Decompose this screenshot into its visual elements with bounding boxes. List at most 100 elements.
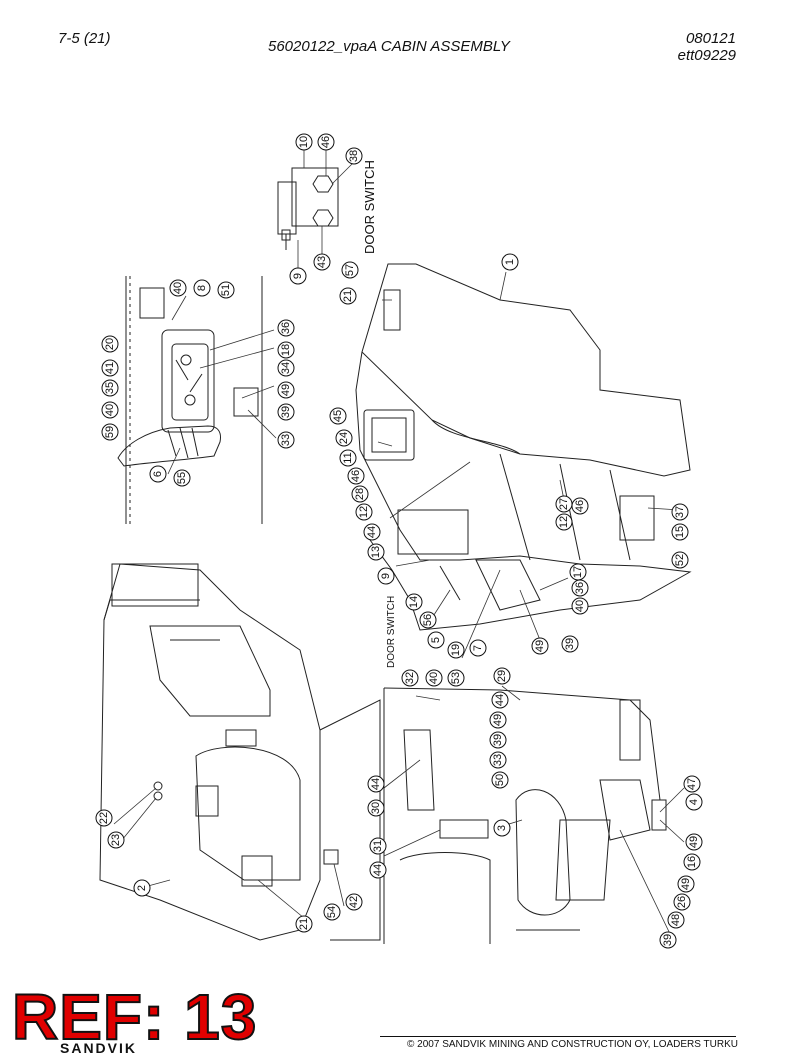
balloon-circle <box>345 893 363 911</box>
balloon-number: 45 <box>332 410 344 422</box>
balloon-number: 9 <box>292 273 304 279</box>
part-balloon: 27 <box>555 495 573 513</box>
part-balloon: 49 <box>685 833 703 851</box>
balloon-circle <box>491 771 509 789</box>
part-balloon: 28 <box>351 485 369 503</box>
balloon-circle <box>335 429 353 447</box>
part-balloon: 47 <box>683 775 701 793</box>
balloon-circle <box>671 523 689 541</box>
balloon-number: 24 <box>338 432 350 444</box>
balloon-circle <box>683 853 701 871</box>
balloon-circle <box>531 637 549 655</box>
balloon-number: 14 <box>408 596 420 608</box>
balloon-number: 40 <box>574 600 586 612</box>
balloon-number: 33 <box>280 434 292 446</box>
balloon-circle <box>323 903 341 921</box>
balloon-number: 23 <box>110 834 122 846</box>
balloon-number: 51 <box>220 284 232 296</box>
part-balloon: 32 <box>401 669 419 687</box>
balloon-number: 3 <box>496 825 508 831</box>
balloon-circle <box>659 931 677 949</box>
part-balloon: 51 <box>217 281 235 299</box>
part-balloon: 52 <box>671 551 689 569</box>
part-balloon: 6 <box>149 465 167 483</box>
balloon-circle <box>351 485 369 503</box>
part-balloon: 8 <box>193 279 211 297</box>
balloon-circle <box>369 837 387 855</box>
part-balloon: 39 <box>561 635 579 653</box>
balloon-circle <box>193 279 211 297</box>
balloon-number: 36 <box>574 582 586 594</box>
balloon-number: 49 <box>534 640 546 652</box>
part-balloon: 9 <box>377 567 395 585</box>
balloon-circle <box>277 319 295 337</box>
part-balloon: 39 <box>277 403 295 421</box>
balloon-circle <box>571 497 589 515</box>
page-number: 7-5 (21) <box>58 30 111 47</box>
part-balloon: 56 <box>419 611 437 629</box>
part-balloon: 17 <box>569 563 587 581</box>
part-balloon: 13 <box>367 543 385 561</box>
date-code: 080121 <box>685 30 736 47</box>
part-balloon: 40 <box>101 401 119 419</box>
balloon-number: 49 <box>280 384 292 396</box>
door-switch-label-mid: DOOR SWITCH <box>386 596 397 668</box>
balloon-number: 43 <box>316 256 328 268</box>
balloon-number: 4 <box>688 799 700 805</box>
balloon-number: 2 <box>136 885 148 891</box>
part-balloon: 40 <box>425 669 443 687</box>
balloon-circle <box>561 635 579 653</box>
part-balloon: 20 <box>101 335 119 353</box>
balloon-number: 53 <box>450 672 462 684</box>
document-title: 56020122_vpaA CABIN ASSEMBLY <box>268 38 510 55</box>
part-balloon: 48 <box>667 911 685 929</box>
part-balloon: 10 <box>295 133 313 151</box>
balloon-circle <box>341 261 359 279</box>
balloon-circle <box>277 381 295 399</box>
balloon-number: 49 <box>492 714 504 726</box>
balloon-number: 6 <box>152 471 164 477</box>
balloon-circle <box>493 819 511 837</box>
joystick-panel-detail <box>117 276 263 524</box>
part-balloon: 3 <box>493 819 511 837</box>
balloon-circle <box>339 449 357 467</box>
balloon-circle <box>101 401 119 419</box>
balloon-number: 15 <box>674 526 686 538</box>
balloon-number: 44 <box>494 694 506 706</box>
balloon-number: 57 <box>344 264 356 276</box>
balloon-circle <box>683 775 701 793</box>
balloon-number: 21 <box>342 290 354 302</box>
part-balloon: 4 <box>685 793 703 811</box>
part-balloon: 12 <box>555 513 573 531</box>
part-balloon: 36 <box>277 319 295 337</box>
balloon-number: 59 <box>104 426 116 438</box>
part-balloon: 41 <box>101 359 119 377</box>
part-balloon: 59 <box>101 423 119 441</box>
balloon-number: 11 <box>342 452 354 463</box>
balloon-circle <box>313 253 331 271</box>
balloon-circle <box>295 915 313 933</box>
reference-label: REF: 13 <box>11 981 258 1053</box>
balloon-number: 44 <box>370 778 382 790</box>
part-balloon: 46 <box>571 497 589 515</box>
part-balloon: 14 <box>405 593 423 611</box>
balloon-circle <box>671 551 689 569</box>
part-balloon: 22 <box>95 809 113 827</box>
part-balloon: 40 <box>169 279 187 297</box>
part-balloon: 43 <box>313 253 331 271</box>
balloon-number: 1 <box>504 259 516 265</box>
balloon-number: 41 <box>104 362 116 374</box>
balloon-number: 13 <box>370 546 382 558</box>
balloon-circle <box>489 751 507 769</box>
balloon-number: 34 <box>280 362 292 374</box>
balloon-circle <box>685 793 703 811</box>
part-balloon: 23 <box>107 831 125 849</box>
part-balloon: 31 <box>369 837 387 855</box>
balloon-circle <box>569 563 587 581</box>
balloon-number: 17 <box>572 566 584 578</box>
footer-rule <box>380 1036 736 1037</box>
balloon-circle <box>673 893 691 911</box>
balloon-circle <box>101 423 119 441</box>
balloon-circle <box>101 359 119 377</box>
balloon-number: 44 <box>366 526 378 538</box>
